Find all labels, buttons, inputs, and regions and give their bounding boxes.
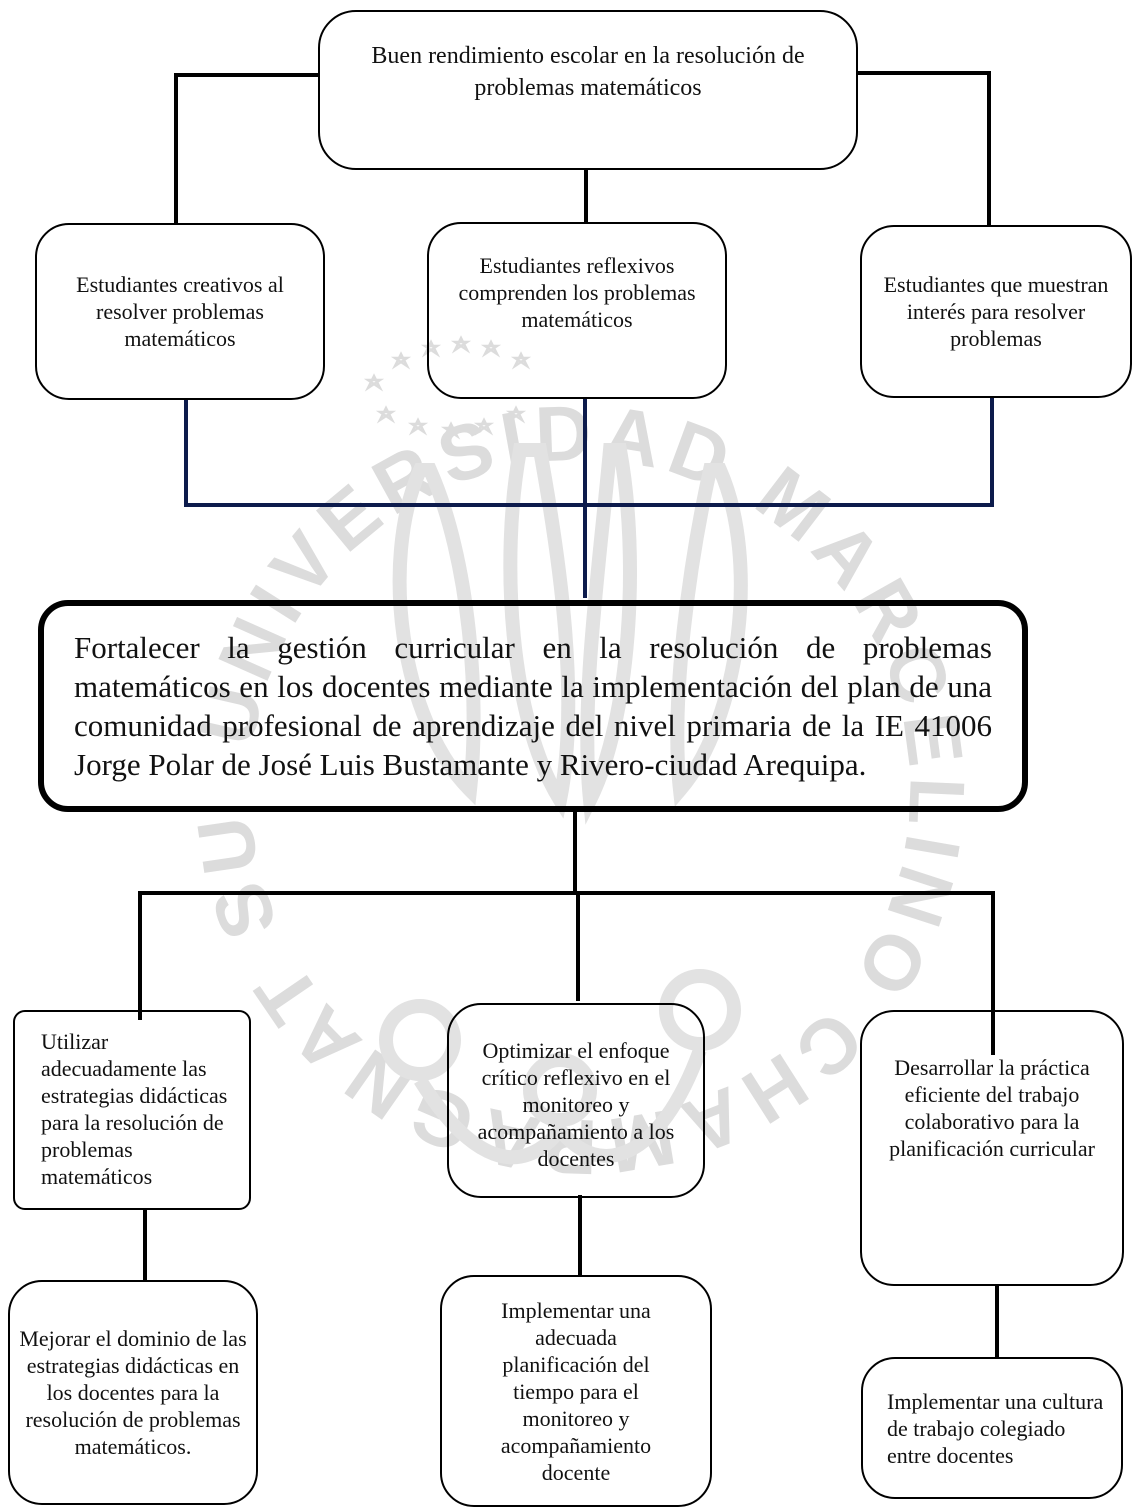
- specific-objective-text-3: Desarrollar la práctica eficiente del tr…: [889, 1055, 1095, 1161]
- means-text-3: Implementar una cultura de trabajo coleg…: [887, 1388, 1104, 1468]
- end-box-1: Estudiantes creativos al resolver proble…: [35, 223, 325, 400]
- end-text-3: Estudiantes que muestran interés para re…: [883, 272, 1109, 351]
- specific-objective-box-2: Optimizar el enfoque crítico reflexivo e…: [447, 1003, 705, 1198]
- specific-objective-text-2: Optimizar el enfoque crítico reflexivo e…: [477, 1038, 675, 1171]
- end-text-2: Estudiantes reflexivos comprenden los pr…: [458, 253, 696, 332]
- goal-text: Buen rendimiento escolar en la resolució…: [371, 43, 805, 101]
- connector-goal-to-end-1: [174, 73, 318, 225]
- central-objective-box: Fortalecer la gestión curricular en la r…: [38, 600, 1028, 812]
- means-text-2: Implementar una adecuada planificación d…: [500, 1297, 652, 1485]
- means-box-3: Implementar una cultura de trabajo coleg…: [861, 1357, 1123, 1499]
- end-text-1: Estudiantes creativos al resolver proble…: [76, 272, 284, 351]
- connector-goal-to-end-3: [857, 71, 991, 225]
- means-text-1: Mejorar el dominio de las estrategias di…: [19, 1326, 247, 1459]
- connector-ends-bar: [184, 398, 994, 507]
- end-box-3: Estudiantes que muestran interés para re…: [860, 225, 1132, 398]
- specific-objective-box-3: Desarrollar la práctica eficiente del tr…: [860, 1010, 1124, 1286]
- means-box-2: Implementar una adecuada planificación d…: [440, 1275, 712, 1507]
- connector-specific-bar: [138, 891, 995, 1055]
- means-box-1: Mejorar el dominio de las estrategias di…: [8, 1280, 258, 1505]
- specific-objective-text-1: Utilizar adecuadamente las estrategias d…: [41, 1029, 228, 1189]
- specific-objective-box-1: Utilizar adecuadamente las estrategias d…: [13, 1010, 251, 1210]
- end-box-2: Estudiantes reflexivos comprenden los pr…: [427, 222, 727, 399]
- goal-box: Buen rendimiento escolar en la resolució…: [318, 10, 858, 170]
- central-objective-text: Fortalecer la gestión curricular en la r…: [74, 630, 992, 782]
